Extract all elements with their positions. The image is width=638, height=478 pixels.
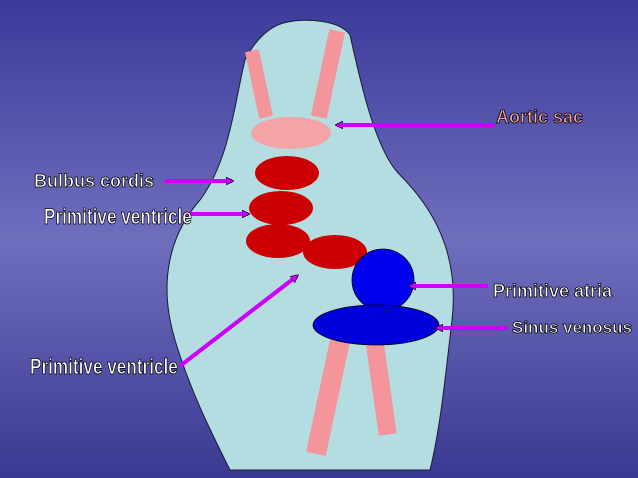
label-bulbus-cordis: Bulbus cordis <box>34 171 155 192</box>
primitive-atria-shape <box>351 248 415 312</box>
label-primitive-ventricle-upper: Primitive ventricle <box>44 204 192 230</box>
label-primitive-ventricle-lower: Primitive ventricle <box>30 354 178 380</box>
sinus-venosus-shape <box>312 304 440 346</box>
label-aortic-sac: Aortic sac <box>496 107 584 128</box>
lower-vessel-left <box>306 339 350 456</box>
primitive-ventricle-shape-lower <box>246 224 310 258</box>
primitive-ventricle-shape-upper <box>249 191 313 225</box>
bulbus-cordis-shape <box>255 156 319 190</box>
upper-vessel-right <box>311 29 345 119</box>
label-sinus-venosus: Sinus venosus <box>512 318 633 338</box>
primitive-ventricle-shape-right <box>303 235 367 269</box>
arrow-primitive-ventricle-lower <box>178 276 297 368</box>
lower-vessel-right <box>365 339 397 436</box>
label-primitive-atria: Primitive atria <box>493 281 613 302</box>
aortic-sac-shape <box>251 117 331 149</box>
upper-vessel-left <box>245 49 273 119</box>
